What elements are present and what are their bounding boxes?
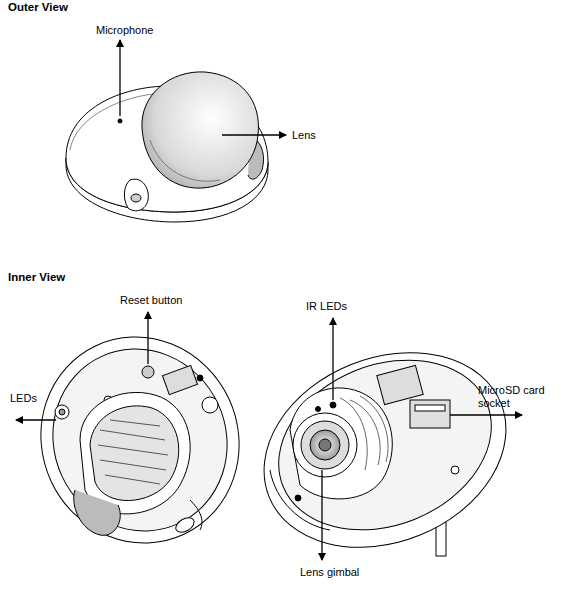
section-heading: Outer View [8,1,68,14]
leader-line [321,470,322,560]
outer-dome [66,72,268,222]
part-label: IR LEDs [306,300,347,313]
leader-line [450,414,522,415]
leader-line [119,40,120,116]
part-label: Lens [292,129,316,142]
leader-line [147,312,148,364]
part-label: MicroSD card socket [478,384,556,410]
leader-line [16,419,56,420]
leader-line [222,134,286,135]
section-heading: Inner View [8,271,65,284]
part-label: Lens gimbal [300,566,359,579]
inner-left-housing [7,304,273,575]
leader-line [332,318,333,400]
part-label: LEDs [10,392,37,405]
inner-right-housing [235,318,536,582]
part-label: Reset button [120,294,182,307]
part-label: Microphone [96,24,153,37]
